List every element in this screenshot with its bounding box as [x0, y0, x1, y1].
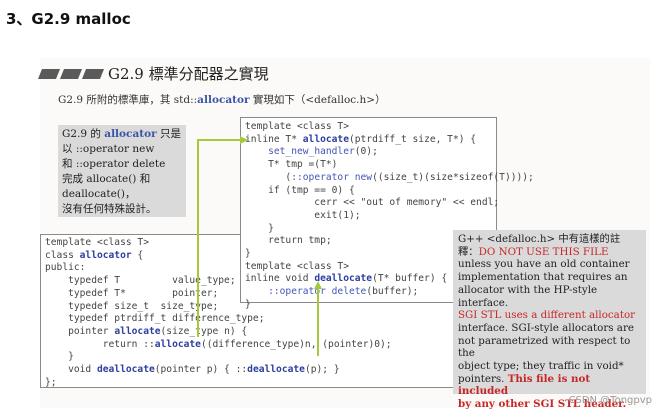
allocate-functions-code-box: template <class T> inline T* allocate(pt… — [240, 117, 534, 310]
code-line: } — [45, 351, 74, 363]
code-line: T* tmp =(T*) — [245, 159, 338, 171]
article-heading: 3、G2.9 malloc — [6, 10, 131, 28]
code-line: typedef ptrdiff_t difference_type; — [45, 313, 265, 325]
code-line: template <class T> — [245, 121, 349, 132]
code-line: (::operator new((size_t)(size*sizeof(T))… — [245, 171, 534, 183]
code-line: }; — [45, 376, 57, 388]
code-line: pointer allocate(size_type n) { — [45, 325, 248, 337]
code-line: set_new_handler(0); — [268, 146, 378, 158]
code-line: return ::allocate((difference_type)n, (p… — [45, 338, 392, 350]
section-title: G2.9 標準分配器之實現 — [108, 65, 269, 83]
code-line: ::operator delete(buffer); — [268, 286, 419, 298]
code-line: void deallocate(pointer p) { ::deallocat… — [45, 364, 340, 376]
code-line: } — [245, 222, 274, 234]
code-line: } — [245, 248, 251, 260]
code-line: inline void deallocate(T* buffer) { — [245, 273, 448, 285]
watermark: CSDN @Tongpvp — [568, 395, 652, 406]
code-line: typedef size_t size_type; — [45, 300, 219, 312]
code-line: template <class T> — [45, 237, 149, 248]
code-line: public: — [45, 262, 86, 274]
code-line: cerr << "out of memory" << endl; — [245, 197, 500, 209]
note-box: G2.9 的 allocator 只是 以 ::operator new 和 :… — [58, 125, 186, 217]
code-line: class allocator { — [45, 249, 144, 261]
intro-line: G2.9 所附的標準庫，其 std::allocator 實現如下（<defal… — [58, 94, 386, 106]
code-line: typedef T* pointer; — [45, 287, 219, 299]
code-line: if (tmp == 0) { — [245, 184, 355, 196]
code-line: template <class T> — [245, 260, 349, 272]
defalloc-comment-box: G++ <defalloc.h> 中有這樣的註 釋：DO NOT USE THI… — [453, 230, 646, 410]
code-line: inline T* allocate(ptrdiff_t size, T*) { — [245, 133, 477, 145]
code-line: exit(1); — [245, 209, 361, 221]
code-line: return tmp; — [245, 235, 332, 247]
code-line: } — [245, 298, 251, 310]
